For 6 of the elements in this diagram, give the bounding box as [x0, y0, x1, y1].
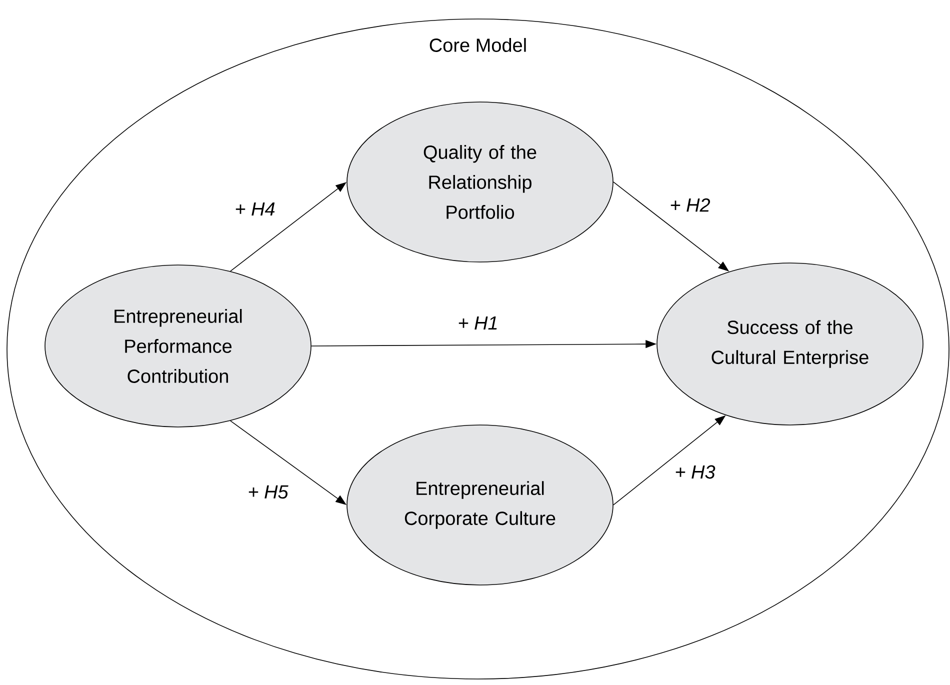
ellipse-heading: Core Model	[430, 38, 526, 52]
edge-label: + H2	[668, 197, 712, 213]
edge-label: + H5	[246, 484, 290, 500]
edge-label: + H3	[674, 464, 716, 480]
edge-label: + H4	[234, 201, 276, 217]
edge-label: + H1	[456, 315, 500, 331]
